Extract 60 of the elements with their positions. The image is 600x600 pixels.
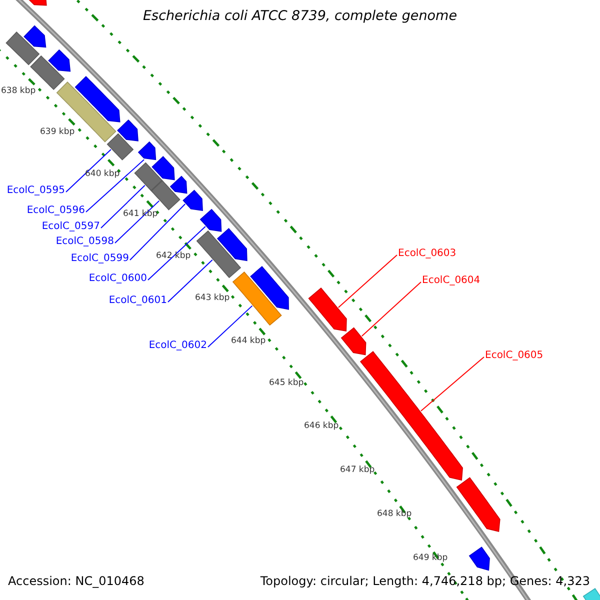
- gene-feature: [308, 288, 347, 332]
- leader-line: [66, 148, 112, 192]
- position-label: 648 kbp: [377, 510, 412, 518]
- gene-feature: [117, 119, 138, 142]
- gene-block: [582, 588, 600, 600]
- position-label: 639 kbp: [40, 128, 75, 136]
- position-label: 645 kbp: [269, 379, 304, 388]
- gene-block: [196, 230, 242, 278]
- position-label: 647 kbp: [340, 466, 375, 474]
- leader-line: [86, 159, 145, 212]
- gene-label: EcolC_0602: [148, 341, 207, 351]
- gene-feature: [340, 327, 366, 356]
- gene-block: [6, 32, 40, 66]
- leader-line: [148, 226, 206, 280]
- title: Escherichia coli ATCC 8739, complete genome: [143, 10, 457, 24]
- gene-block: [150, 180, 180, 210]
- leader-line: [361, 282, 422, 337]
- gene-feature: [216, 228, 248, 262]
- gene-feature: [200, 208, 222, 232]
- gene-feature: [138, 141, 156, 160]
- footer-text: Topology: circular; Length: 4,746,218 bp; Genes: 4,323: [259, 574, 591, 588]
- gene-feature: [360, 351, 463, 481]
- position-label: 646 kbp: [304, 422, 339, 430]
- leader-line: [130, 204, 186, 260]
- position-label: 649 kbp: [413, 554, 448, 562]
- gene-label: EcolC_0604: [422, 276, 480, 286]
- leader-line: [338, 254, 398, 308]
- gene-label: EcolC_0596: [26, 206, 85, 216]
- position-label: 642 kbp: [156, 252, 191, 260]
- gene-feature: [24, 25, 46, 48]
- leader-line: [114, 200, 160, 244]
- footer-text: Accession: NC_010468: [7, 574, 146, 588]
- gene-label: EcolC_0603: [398, 249, 456, 259]
- gene-label: EcolC_0597: [42, 222, 100, 232]
- leader-line: [420, 356, 484, 412]
- gene-block: [232, 272, 282, 326]
- position-label: 638 kbp: [1, 87, 36, 96]
- gene-feature: [74, 76, 120, 122]
- gene-label: EcolC_0601: [108, 296, 167, 306]
- position-label: 644 kbp: [231, 337, 266, 346]
- gene-label: EcolC_0595: [6, 186, 65, 196]
- gene-feature: [250, 266, 289, 310]
- gene-block: [134, 162, 163, 192]
- leader-line: [100, 184, 146, 228]
- gene-feature: [152, 156, 175, 180]
- leader-line: [168, 259, 213, 302]
- gene-label: EcolC_0599: [70, 254, 129, 264]
- position-label: 643 kbp: [195, 294, 230, 302]
- gene-feature: [468, 546, 490, 571]
- position-label: 640 kbp: [85, 170, 120, 178]
- gene-label: EcolC_0598: [56, 237, 114, 247]
- gene-feature: [170, 176, 188, 194]
- gene-label: EcolC_0600: [88, 274, 147, 284]
- gene-label: EcolC_0605: [485, 351, 544, 361]
- gene-feature: [182, 190, 203, 212]
- gene-block: [56, 82, 116, 142]
- gene-feature: [456, 477, 500, 532]
- gene-feature: [48, 49, 71, 72]
- gene-block: [106, 133, 134, 160]
- leader-line: [208, 305, 253, 348]
